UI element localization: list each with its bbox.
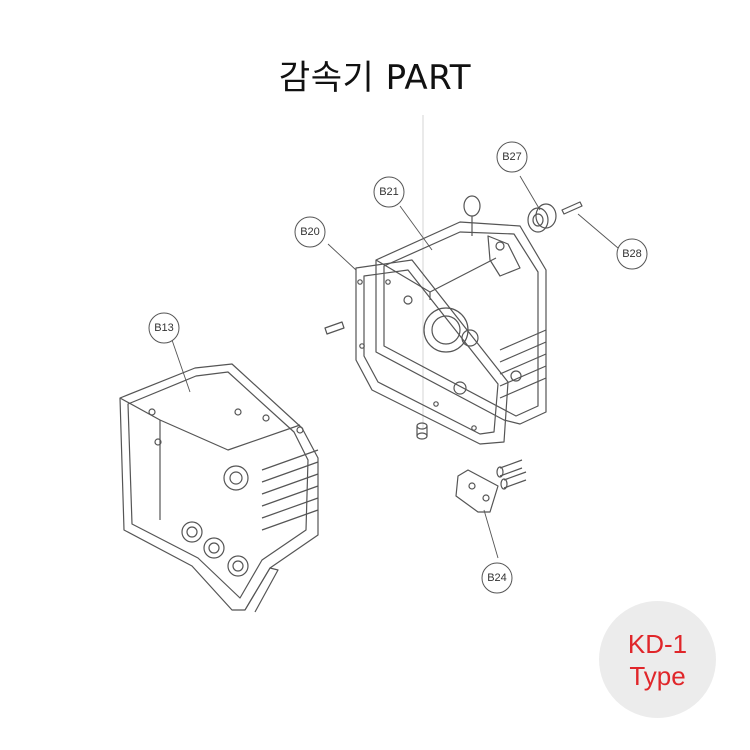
callout-label-b21: B21 [379,186,399,198]
page-title: 감속기 PART [278,58,472,98]
part-dowel-pin [324,321,345,335]
callout-label-b28: B28 [622,248,642,260]
part-b20-gasket [355,259,509,445]
callout-bubble-b20 [294,216,326,248]
part-b27-bearing [527,203,557,233]
callout-bubble-b21 [373,176,405,208]
callout-label-b27: B27 [502,151,522,163]
part-b13-cover [119,363,319,613]
callout-label-b20: B20 [300,226,320,238]
part-housing-bolt [416,422,428,440]
callout-bubble-b13 [148,312,180,344]
leader-b21 [399,205,433,251]
callout-label-b24: B24 [487,572,507,584]
callout-bubble-b28 [616,238,648,270]
type-badge-label: Type [629,660,686,691]
callout-label-b13: B13 [154,322,174,334]
leader-b20 [327,243,357,271]
callout-bubble-b24 [481,562,513,594]
leader-b28 [577,213,619,249]
part-b21-housing [375,195,547,425]
leader-b24 [483,509,499,559]
leader-b13 [171,339,191,393]
leader-b27 [519,175,541,211]
type-badge-model: KD-1 [627,628,688,659]
callout-bubble-b27 [496,141,528,173]
part-b28-pin [561,201,583,215]
type-badge: KD-1 Type [599,601,716,718]
part-b24-plate [455,459,527,513]
